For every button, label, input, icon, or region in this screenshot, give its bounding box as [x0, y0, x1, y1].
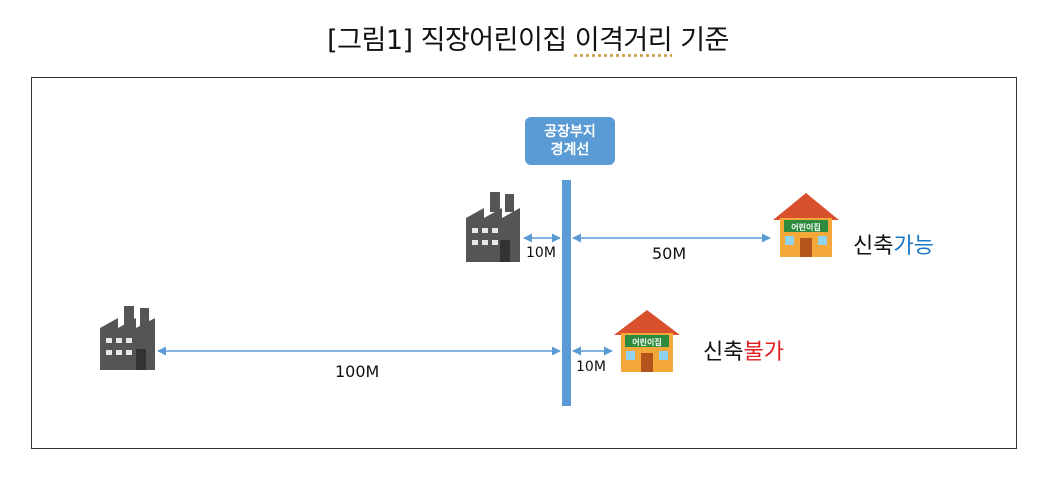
distance-label-bottom-right: 10M	[576, 359, 606, 375]
distance-label-top-right: 50M	[652, 244, 687, 263]
result-status-possible: 가능	[893, 234, 934, 259]
daycare-house-icon: 어린이집	[773, 193, 839, 257]
distance-label-bottom-left: 100M	[335, 362, 380, 381]
daycare-house-icon: 어린이집	[614, 310, 680, 372]
daycare-sign-text: 어린이집	[791, 222, 820, 232]
result-label-top: 신축가능	[853, 228, 934, 260]
result-prefix: 신축	[853, 234, 894, 259]
figure-title-suffix: 기준	[672, 25, 729, 56]
result-label-bottom: 신축불가	[703, 334, 784, 366]
factory-icon	[466, 192, 520, 262]
diagram-frame	[31, 77, 1017, 449]
daycare-sign-text: 어린이집	[632, 337, 661, 347]
boundary-label-line1: 공장부지	[544, 124, 596, 140]
figure-title: [그림1] 직장어린이집 이격거리 기준	[0, 18, 1056, 57]
distance-label-top-left: 10M	[526, 245, 556, 261]
figure-title-underlined: 이격거리	[574, 25, 673, 56]
figure-title-prefix: [그림1] 직장어린이집	[327, 25, 575, 56]
factory-boundary-line	[562, 180, 571, 406]
factory-icon	[100, 306, 155, 370]
result-status-impossible: 불가	[743, 340, 784, 365]
boundary-label-badge: 공장부지 경계선	[525, 117, 615, 165]
boundary-label-line2: 경계선	[550, 142, 590, 158]
result-prefix: 신축	[703, 340, 744, 365]
